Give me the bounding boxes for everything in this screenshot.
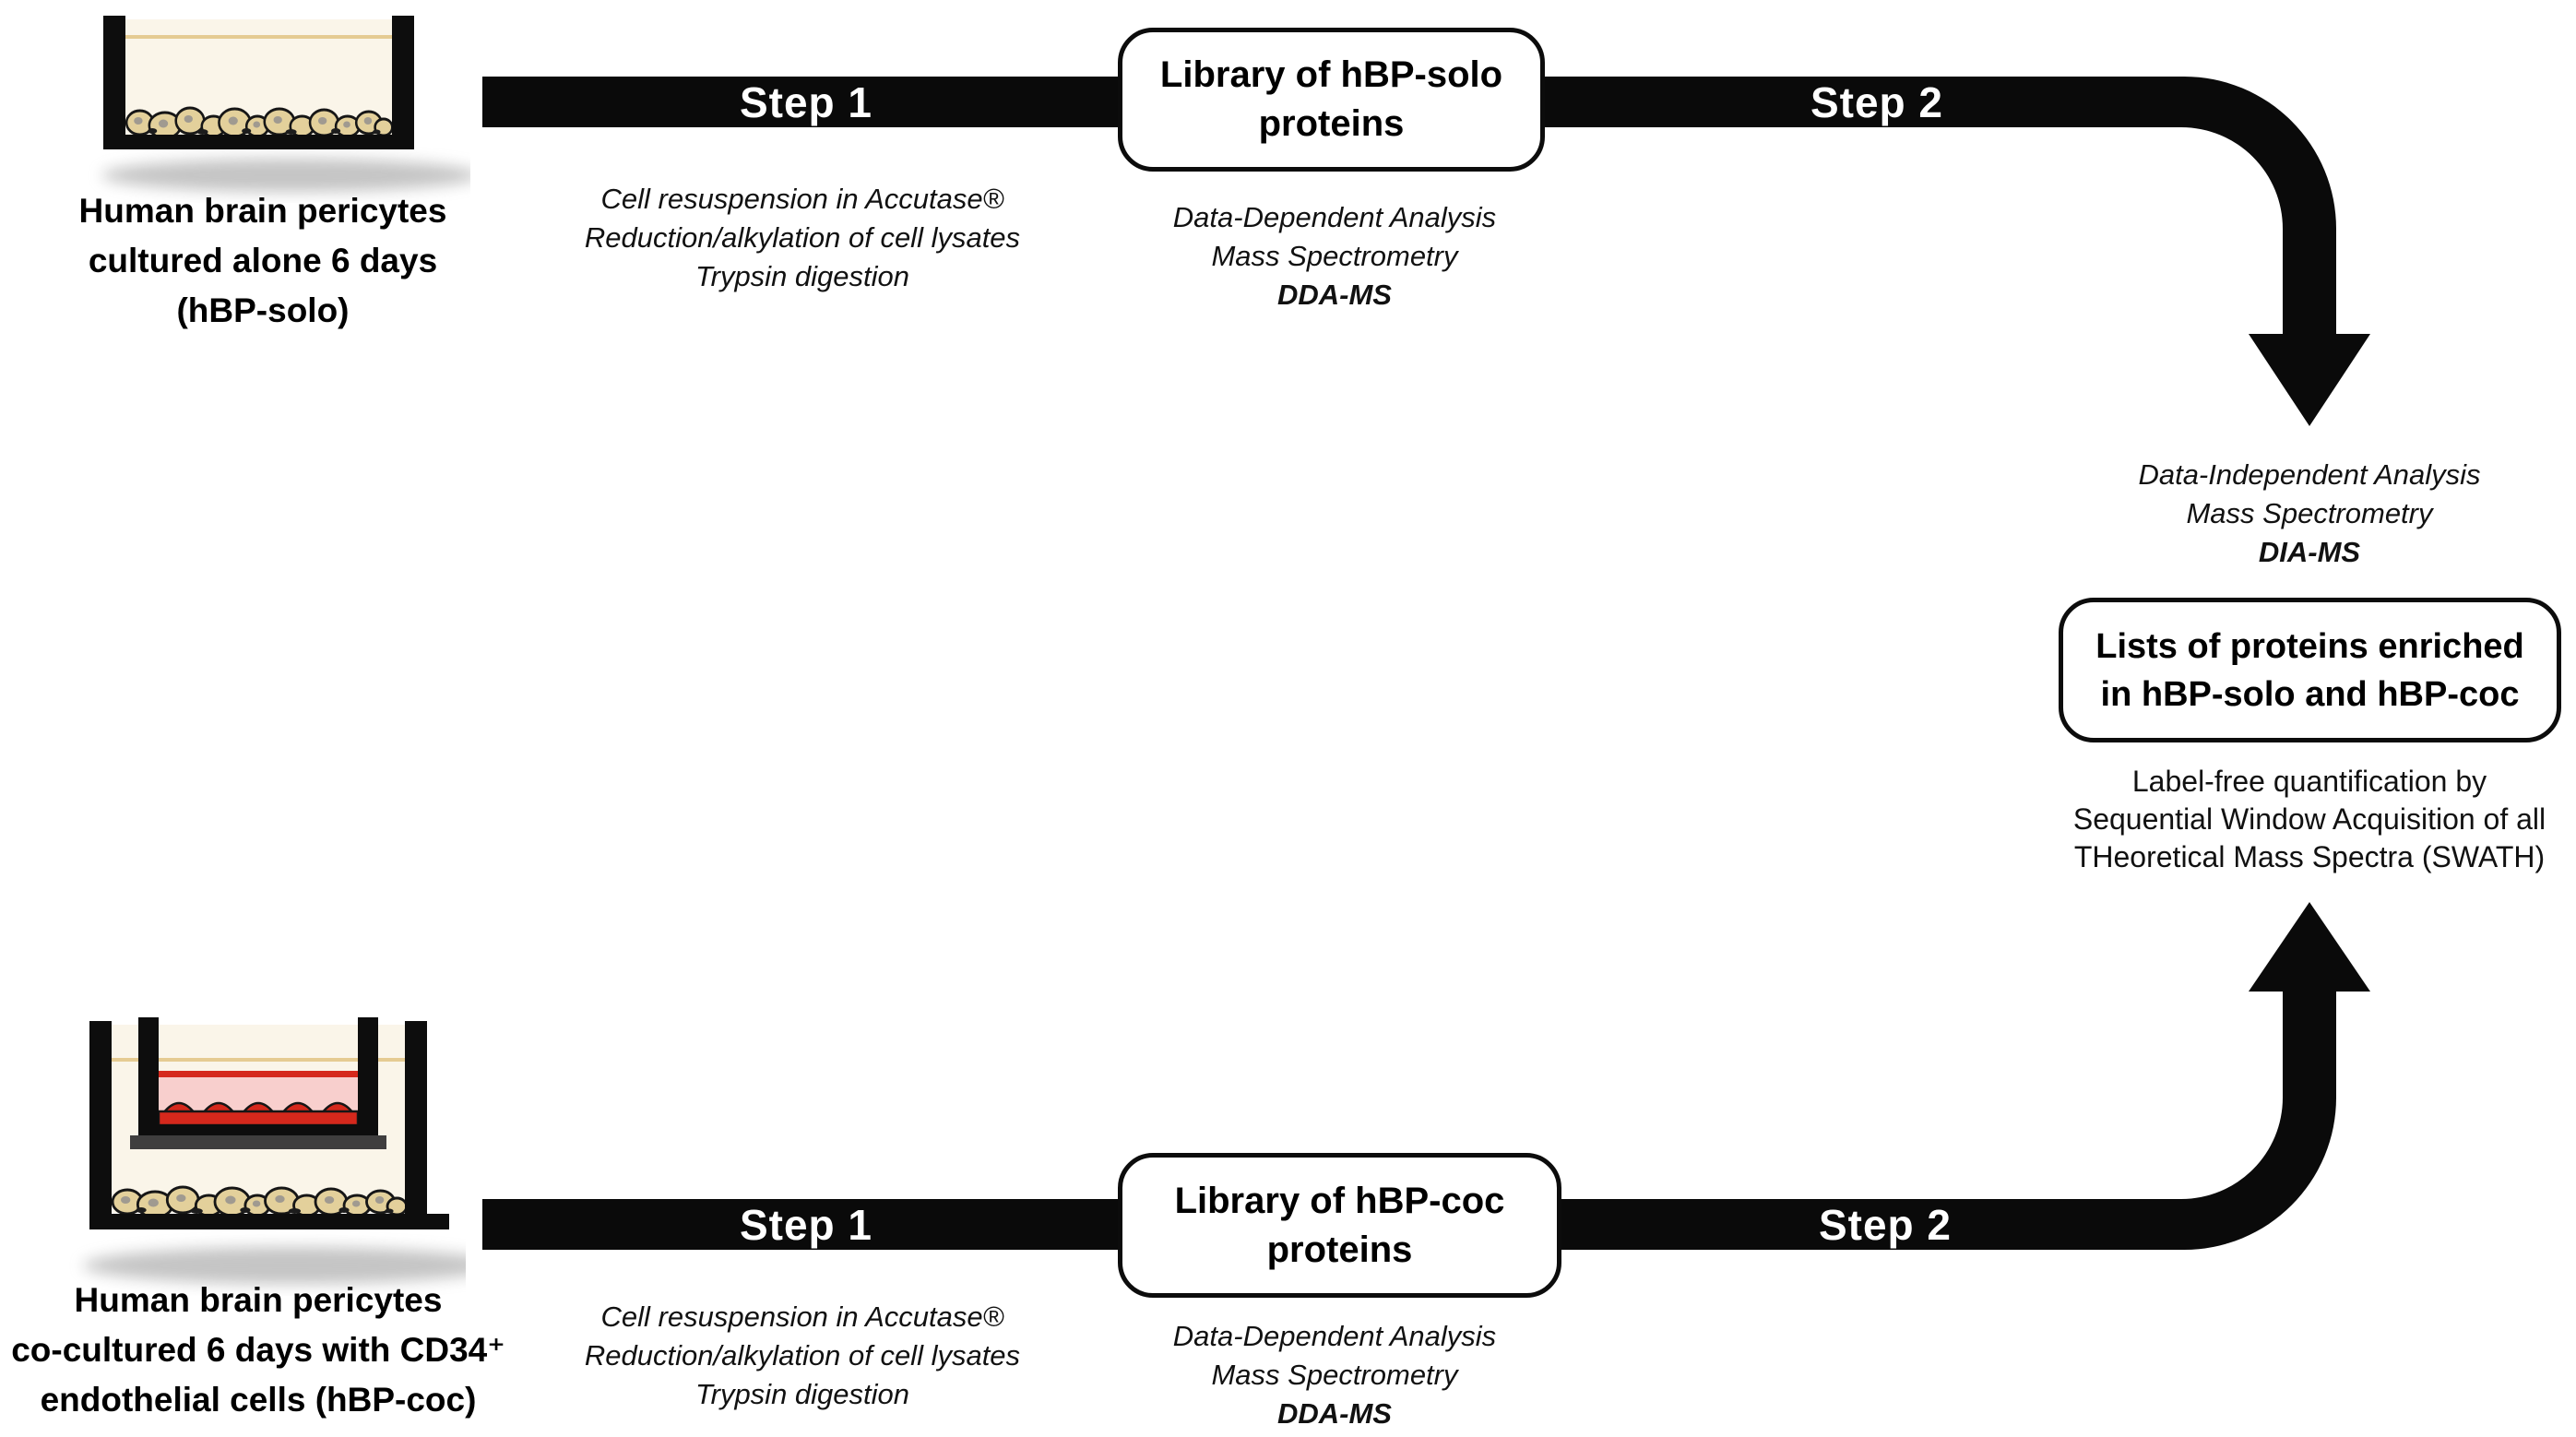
- note-line: DDA-MS: [1277, 279, 1392, 311]
- dda-bottom-notes: Data-Dependent Analysis Mass Spectrometr…: [1058, 1317, 1611, 1433]
- step2-bottom-label-layer: Step 2: [1561, 1199, 2209, 1250]
- hbp-coc-dish-illustration: [83, 1017, 466, 1284]
- caption-line: Human brain pericytes: [78, 192, 447, 230]
- note-line: Sequential Window Acquisition of all: [2072, 802, 2546, 836]
- insert-wall: [138, 1017, 159, 1135]
- step1-top-label: Step 1: [739, 77, 873, 126]
- caption-line: co-cultured 6 days with CD34⁺: [11, 1331, 505, 1369]
- step1-bottom-bar: Step 1: [482, 1199, 1130, 1250]
- note-line: DDA-MS: [1277, 1397, 1392, 1430]
- hbp-coc-caption: Human brain pericytes co-cultured 6 days…: [5, 1276, 512, 1425]
- note-line: Mass Spectrometry: [2186, 497, 2433, 529]
- insert-media-surface: [159, 1071, 358, 1077]
- note-line: Reduction/alkylation of cell lysates: [584, 221, 1021, 254]
- box-line: in hBP-solo and hBP-coc: [2100, 674, 2520, 714]
- box-line: proteins: [1266, 1229, 1413, 1270]
- insert-bottom: [138, 1124, 378, 1136]
- note-line: Label-free quantification by: [2131, 765, 2487, 798]
- caption-line: cultured alone 6 days: [88, 242, 438, 279]
- note-line: Mass Spectrometry: [1211, 240, 1458, 272]
- note-line: Data-Dependent Analysis: [1172, 201, 1497, 233]
- note-line: Cell resuspension in Accutase®: [600, 1300, 1004, 1333]
- note-line: Mass Spectrometry: [1211, 1359, 1458, 1391]
- step2-top-label-layer: Step 2: [1545, 77, 2209, 127]
- dish-shadow: [83, 1247, 466, 1284]
- library-hbp-solo-box: Library of hBP-solo proteins: [1118, 28, 1545, 172]
- box-line: proteins: [1258, 103, 1405, 144]
- dia-notes: Data-Independent Analysis Mass Spectrome…: [2033, 456, 2576, 572]
- caption-line: Human brain pericytes: [74, 1281, 443, 1319]
- note-line: Data-Dependent Analysis: [1172, 1320, 1497, 1352]
- insert-membrane: [130, 1135, 386, 1149]
- step2-top-label: Step 2: [1810, 77, 1944, 126]
- step2-bottom-curved-arrow: [1561, 902, 2370, 1250]
- insert-wall: [358, 1017, 378, 1135]
- step1-bottom-label: Step 1: [739, 1200, 873, 1249]
- step1-top-notes: Cell resuspension in Accutase® Reduction…: [526, 180, 1079, 296]
- box-line: Library of hBP-solo: [1159, 54, 1503, 95]
- caption-line: (hBP-solo): [176, 291, 350, 329]
- dish-shadow: [101, 159, 470, 192]
- note-line: Reduction/alkylation of cell lysates: [584, 1339, 1021, 1372]
- step2-top-curved-arrow: [1545, 77, 2370, 426]
- endothelial-layer: [157, 1110, 360, 1127]
- swath-notes: Label-free quantification by Sequential …: [2033, 763, 2576, 876]
- hbp-solo-dish-illustration: [101, 16, 470, 192]
- note-line: Cell resuspension in Accutase®: [600, 183, 1004, 215]
- hbp-solo-caption: Human brain pericytes cultured alone 6 d…: [37, 186, 489, 336]
- results-box: Lists of proteins enriched in hBP-solo a…: [2059, 598, 2561, 742]
- step2-bottom-label: Step 2: [1818, 1200, 1953, 1249]
- note-line: Trypsin digestion: [694, 260, 910, 292]
- dda-top-notes: Data-Dependent Analysis Mass Spectrometr…: [1058, 198, 1611, 315]
- caption-line: endothelial cells (hBP-coc): [40, 1381, 477, 1419]
- step1-bottom-notes: Cell resuspension in Accutase® Reduction…: [526, 1298, 1079, 1414]
- box-line: Lists of proteins enriched: [2095, 626, 2524, 666]
- note-line: Trypsin digestion: [694, 1378, 910, 1410]
- note-line: DIA-MS: [2258, 536, 2361, 568]
- library-hbp-coc-box: Library of hBP-coc proteins: [1118, 1153, 1561, 1298]
- note-line: Data-Independent Analysis: [2138, 458, 2481, 491]
- box-line: Library of hBP-coc: [1174, 1180, 1505, 1221]
- note-line: THeoretical Mass Spectra (SWATH): [2073, 840, 2546, 873]
- step1-top-bar: Step 1: [482, 77, 1130, 127]
